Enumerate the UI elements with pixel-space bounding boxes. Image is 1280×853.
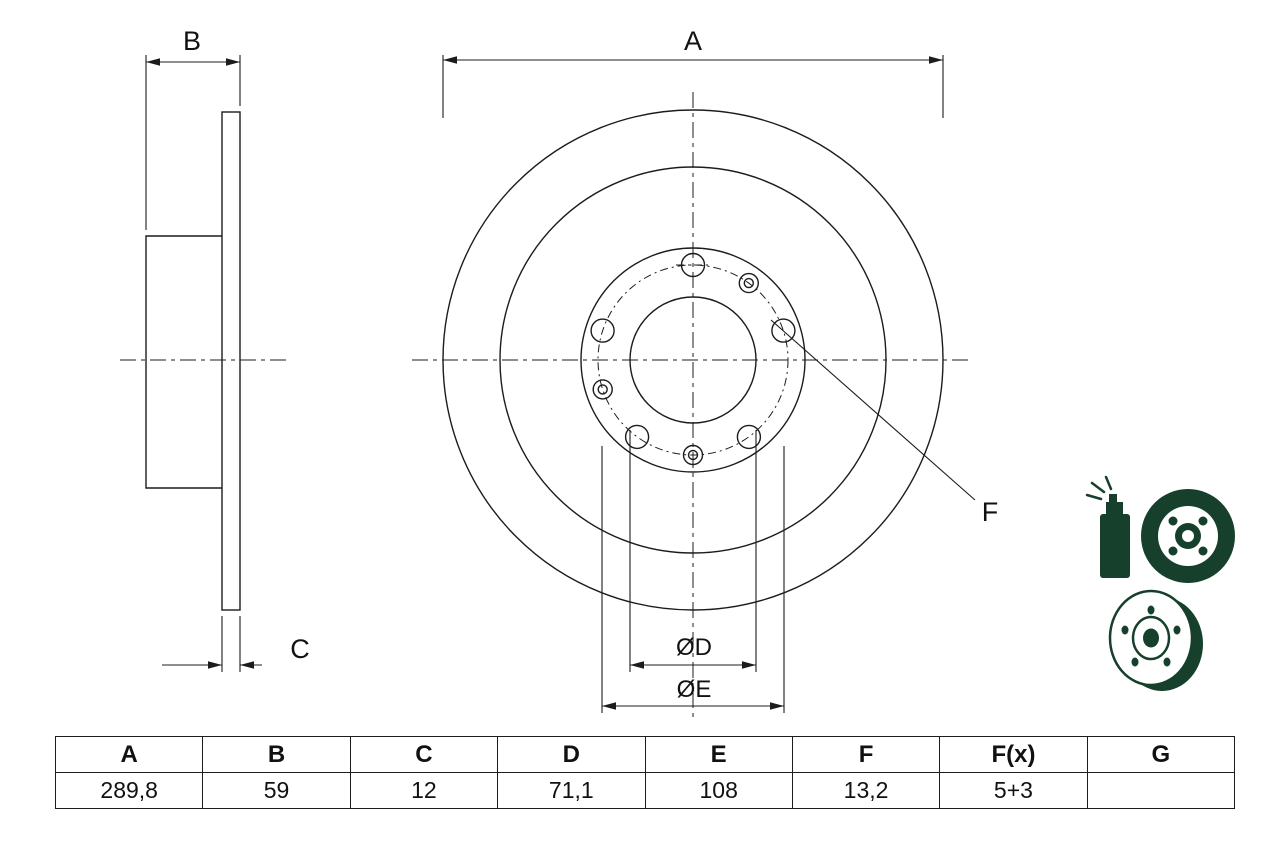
spec-value-e: 108 bbox=[644, 772, 793, 809]
spec-table-value-row: 289,8 59 12 71,1 108 13,2 5+3 bbox=[54, 772, 1236, 809]
dim-label-f: F bbox=[982, 497, 999, 527]
hub-edge bbox=[580, 247, 806, 473]
dimension-e: ØE bbox=[601, 446, 785, 713]
brake-disc-3d-icon bbox=[1108, 589, 1203, 691]
side-view bbox=[145, 111, 241, 611]
front-view bbox=[442, 109, 944, 611]
spec-value-g bbox=[1086, 772, 1236, 809]
spec-header-d: D bbox=[497, 736, 646, 773]
bolt-hole bbox=[624, 424, 650, 450]
bolt-circle bbox=[597, 264, 789, 456]
leader-line-f bbox=[770, 319, 976, 501]
spec-value-d: 71,1 bbox=[497, 772, 646, 809]
bolt-hole bbox=[590, 318, 615, 343]
dimension-d: ØD bbox=[629, 430, 757, 672]
hub-hat-section bbox=[145, 235, 222, 489]
dim-label-e: ØE bbox=[677, 676, 712, 703]
spec-value-a: 289,8 bbox=[54, 772, 204, 809]
spec-header-f: F bbox=[791, 736, 941, 773]
spec-value-fx: 5+3 bbox=[939, 772, 1088, 809]
disc-outer-edge bbox=[442, 109, 944, 611]
screw-holes bbox=[592, 272, 759, 466]
screw-hole-inner bbox=[687, 449, 699, 461]
spec-header-b: B bbox=[202, 736, 351, 773]
spec-header-c: C bbox=[349, 736, 499, 773]
spec-header-fx: F(x) bbox=[939, 736, 1088, 773]
spec-value-f: 13,2 bbox=[791, 772, 941, 809]
spec-header-a: A bbox=[54, 736, 204, 773]
screw-hole-outer bbox=[592, 379, 613, 400]
dim-label-c: C bbox=[290, 634, 310, 664]
screw-hole-outer bbox=[682, 444, 704, 466]
screw-hole-inner bbox=[743, 277, 754, 289]
dim-label-b: B bbox=[183, 26, 201, 56]
dimension-b: B bbox=[145, 26, 241, 230]
bolt-holes bbox=[590, 252, 796, 450]
screw-hole-inner bbox=[597, 384, 608, 395]
dim-label-d: ØD bbox=[676, 634, 712, 661]
dimension-c: C bbox=[162, 616, 310, 672]
bolt-hole bbox=[736, 424, 762, 450]
dim-label-a: A bbox=[684, 26, 702, 56]
spec-value-c: 12 bbox=[349, 772, 499, 809]
spec-header-e: E bbox=[644, 736, 793, 773]
callout-f: F bbox=[770, 319, 999, 527]
centerlines bbox=[120, 92, 972, 718]
bolt-hole bbox=[771, 318, 796, 343]
technical-drawing: A B C ØD ØE F bbox=[120, 26, 1235, 718]
dimension-a: A bbox=[442, 26, 944, 118]
spray-clean-icon bbox=[1085, 475, 1235, 583]
screw-hole-outer bbox=[738, 272, 759, 294]
spec-table-header-row: A B C D E F F(x) G bbox=[54, 736, 1236, 773]
center-bore bbox=[629, 296, 757, 424]
spec-value-b: 59 bbox=[202, 772, 351, 809]
friction-inner-edge bbox=[499, 166, 887, 554]
spec-table: A B C D E F F(x) G 289,8 59 12 71,1 108 … bbox=[54, 736, 1236, 809]
disc-plate-section bbox=[221, 111, 241, 611]
spec-header-g: G bbox=[1086, 736, 1236, 773]
